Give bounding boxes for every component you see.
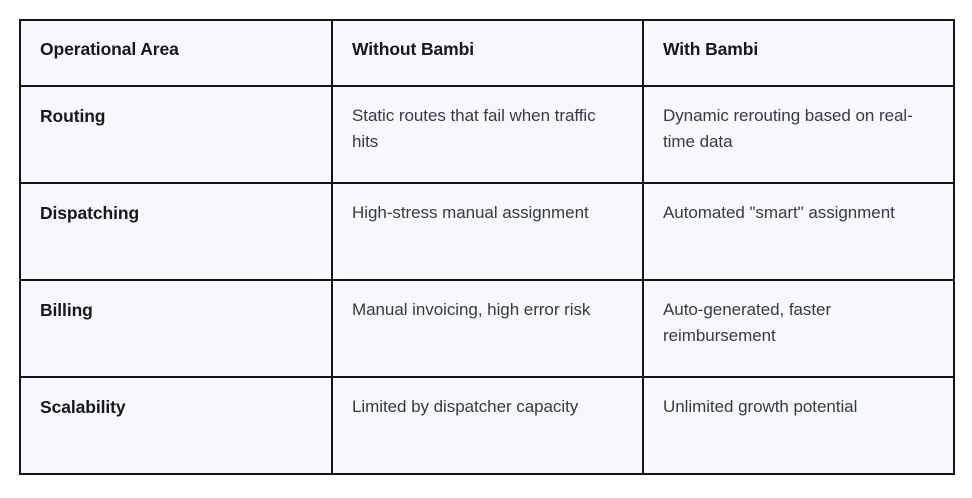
table-body: Routing Static routes that fail when tra… — [19, 85, 955, 475]
cell-without-bambi-text: Limited by dispatcher capacity — [352, 397, 579, 416]
cell-without-bambi: High-stress manual assignment — [331, 182, 644, 281]
cell-without-bambi-text: High-stress manual assignment — [352, 203, 589, 222]
cell-with-bambi: Unlimited growth potential — [642, 376, 955, 475]
column-header-without-bambi: Without Bambi — [331, 19, 644, 87]
cell-with-bambi: Dynamic rerouting based on real-time dat… — [642, 85, 955, 184]
column-header-without-bambi-label: Without Bambi — [352, 39, 474, 59]
cell-operational-area-label: Routing — [40, 106, 106, 126]
cell-without-bambi: Manual invoicing, high error risk — [331, 279, 644, 378]
table-header: Operational Area Without Bambi With Bamb… — [19, 19, 955, 87]
cell-with-bambi-text: Unlimited growth potential — [663, 397, 858, 416]
cell-operational-area-label: Scalability — [40, 397, 126, 417]
table-row: Billing Manual invoicing, high error ris… — [19, 279, 955, 378]
cell-operational-area: Routing — [19, 85, 333, 184]
table-header-row: Operational Area Without Bambi With Bamb… — [19, 19, 955, 87]
cell-without-bambi-text: Manual invoicing, high error risk — [352, 300, 591, 319]
column-header-operational-area-label: Operational Area — [40, 39, 179, 59]
cell-operational-area-label: Dispatching — [40, 203, 140, 223]
cell-operational-area: Dispatching — [19, 182, 333, 281]
column-header-with-bambi-label: With Bambi — [663, 39, 759, 59]
cell-with-bambi-text: Automated "smart" assignment — [663, 203, 895, 222]
column-header-operational-area: Operational Area — [19, 19, 333, 87]
cell-operational-area: Billing — [19, 279, 333, 378]
cell-operational-area: Scalability — [19, 376, 333, 475]
table-row: Routing Static routes that fail when tra… — [19, 85, 955, 184]
comparison-table-container: Operational Area Without Bambi With Bamb… — [19, 19, 955, 478]
cell-with-bambi-text: Auto-generated, faster reimbursement — [663, 300, 832, 346]
cell-with-bambi: Automated "smart" assignment — [642, 182, 955, 281]
cell-operational-area-label: Billing — [40, 300, 93, 320]
column-header-with-bambi: With Bambi — [642, 19, 955, 87]
comparison-table: Operational Area Without Bambi With Bamb… — [19, 19, 955, 475]
table-row: Scalability Limited by dispatcher capaci… — [19, 376, 955, 475]
cell-without-bambi: Limited by dispatcher capacity — [331, 376, 644, 475]
cell-with-bambi: Auto-generated, faster reimbursement — [642, 279, 955, 378]
cell-without-bambi-text: Static routes that fail when traffic hit… — [352, 106, 596, 152]
cell-without-bambi: Static routes that fail when traffic hit… — [331, 85, 644, 184]
cell-with-bambi-text: Dynamic rerouting based on real-time dat… — [663, 106, 913, 152]
table-row: Dispatching High-stress manual assignmen… — [19, 182, 955, 281]
